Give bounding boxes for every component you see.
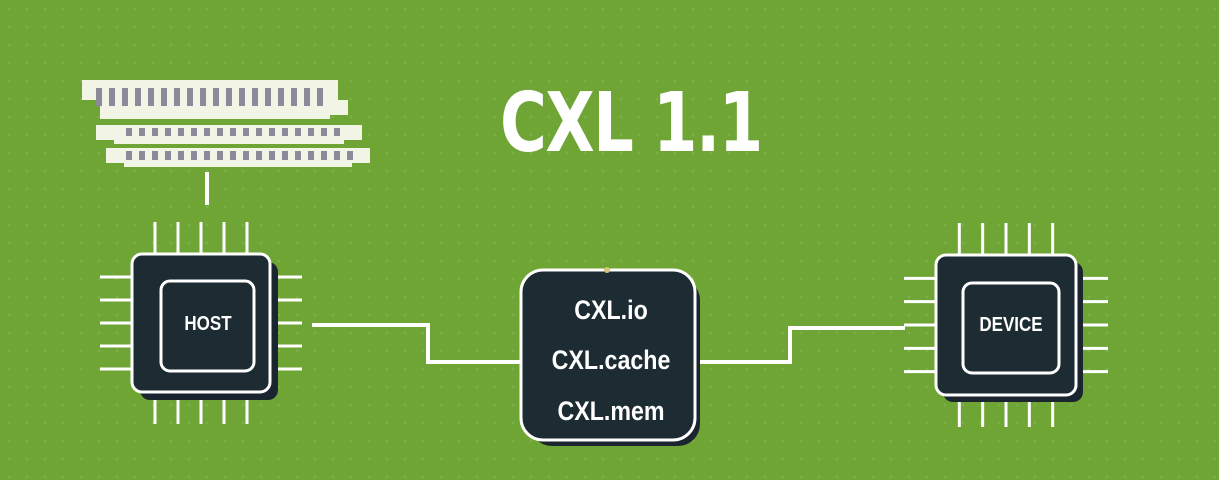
memory-contact [187, 88, 193, 106]
memory-contact [347, 151, 353, 160]
memory-contact [139, 128, 145, 136]
protocol-io: CXL.io [574, 295, 648, 325]
host-to-switch-link [312, 323, 526, 364]
memory-contact [304, 88, 310, 106]
memory-contact [126, 151, 132, 160]
memory-stick-bottom [106, 148, 370, 167]
protocol-mem: CXL.mem [557, 396, 665, 426]
memory-contact [256, 128, 262, 136]
memory-contact [291, 88, 297, 106]
memory-contact [217, 128, 223, 136]
memory-stick-top [82, 80, 348, 119]
memory-contact [295, 128, 301, 136]
memory-contact [161, 88, 167, 106]
memory-contact [308, 151, 314, 160]
switch-to-device-link [694, 326, 905, 364]
memory-contact [256, 151, 262, 160]
memory-contact [96, 88, 102, 106]
memory-contact [243, 128, 249, 136]
memory-stick-middle [96, 125, 362, 144]
memory-contact [109, 88, 115, 106]
memory-contact [308, 128, 314, 136]
memory-contact [226, 88, 232, 106]
memory-contact [200, 88, 206, 106]
memory-contact [334, 128, 340, 136]
memory-contact [152, 128, 158, 136]
memory-contact [165, 151, 171, 160]
memory-contact [230, 151, 236, 160]
memory-contact [217, 151, 223, 160]
memory-contact [295, 151, 301, 160]
host-chip-icon [100, 222, 302, 424]
memory-contact [269, 128, 275, 136]
memory-contact [191, 128, 197, 136]
memory-contact [282, 151, 288, 160]
protocol-cache: CXL.cache [551, 345, 671, 375]
memory-contact [165, 128, 171, 136]
memory-contact [148, 88, 154, 106]
memory-contact [278, 88, 284, 106]
memory-contact [122, 88, 128, 106]
memory-contact [269, 151, 275, 160]
memory-contact [204, 151, 210, 160]
memory-contact [191, 151, 197, 160]
memory-contact [243, 151, 249, 160]
memory-contact [282, 128, 288, 136]
memory-module-icon [82, 80, 370, 167]
memory-contact [252, 88, 258, 106]
device-chip-icon [904, 223, 1108, 427]
device-label: DEVICE [979, 314, 1043, 336]
memory-contact [334, 151, 340, 160]
diagram-title: CXL 1.1 [500, 76, 763, 171]
memory-contact [126, 128, 132, 136]
memory-contact [321, 128, 327, 136]
memory-contact [239, 88, 245, 106]
host-label: HOST [184, 313, 232, 335]
memory-contact [178, 128, 184, 136]
memory-contact [213, 88, 219, 106]
memory-contact [265, 88, 271, 106]
memory-contact [321, 151, 327, 160]
memory-contact [139, 151, 145, 160]
protocol-box [519, 267, 700, 446]
memory-contact [135, 88, 141, 106]
memory-contact [204, 128, 210, 136]
memory-contact [152, 151, 158, 160]
memory-contact [174, 88, 180, 106]
memory-contact [178, 151, 184, 160]
memory-contact [317, 88, 323, 106]
memory-contact [230, 128, 236, 136]
